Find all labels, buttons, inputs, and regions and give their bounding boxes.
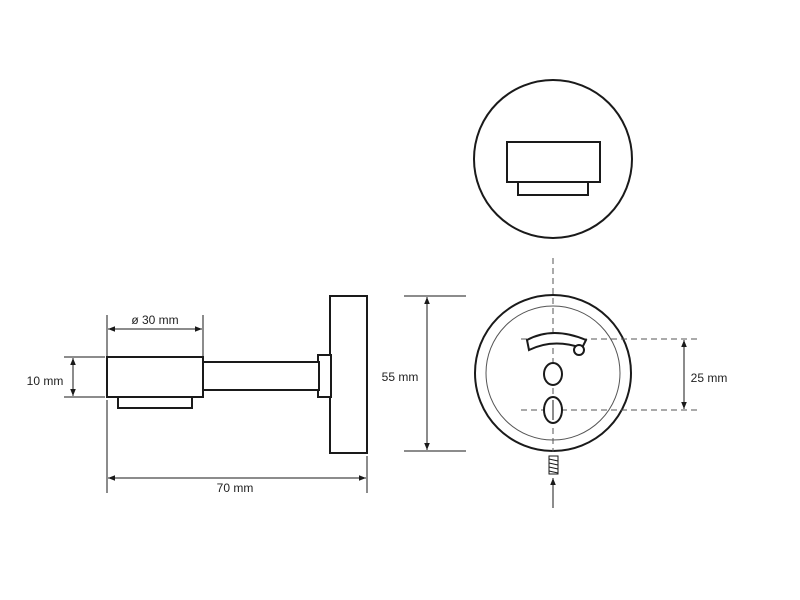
top-view-holder-body: [506, 141, 601, 183]
dimension-diameter: ø 30 mm: [106, 313, 204, 356]
dimension-height-10: 10 mm: [27, 356, 105, 398]
dimension-length-70-label: 70 mm: [217, 481, 254, 495]
center-hole: [543, 362, 563, 386]
front-view: [474, 258, 700, 452]
holder-body: [106, 356, 204, 398]
dimension-diameter-label: ø 30 mm: [131, 313, 178, 327]
dimension-height-55: 55 mm: [382, 295, 466, 452]
side-view: [106, 295, 368, 454]
set-screw: [548, 455, 559, 508]
dimension-spacing-25: 25 mm: [681, 340, 728, 409]
wall-plate: [329, 295, 368, 454]
dimension-height-10-label: 10 mm: [27, 374, 64, 388]
dimension-spacing-25-label: 25 mm: [691, 371, 728, 385]
support-rod: [200, 361, 320, 391]
keyhole-pin: [573, 344, 585, 356]
top-view: [473, 79, 633, 239]
dimension-length-70: 70 mm: [106, 400, 368, 495]
dimension-height-55-label: 55 mm: [382, 370, 419, 384]
top-view-holder-base: [517, 180, 589, 196]
